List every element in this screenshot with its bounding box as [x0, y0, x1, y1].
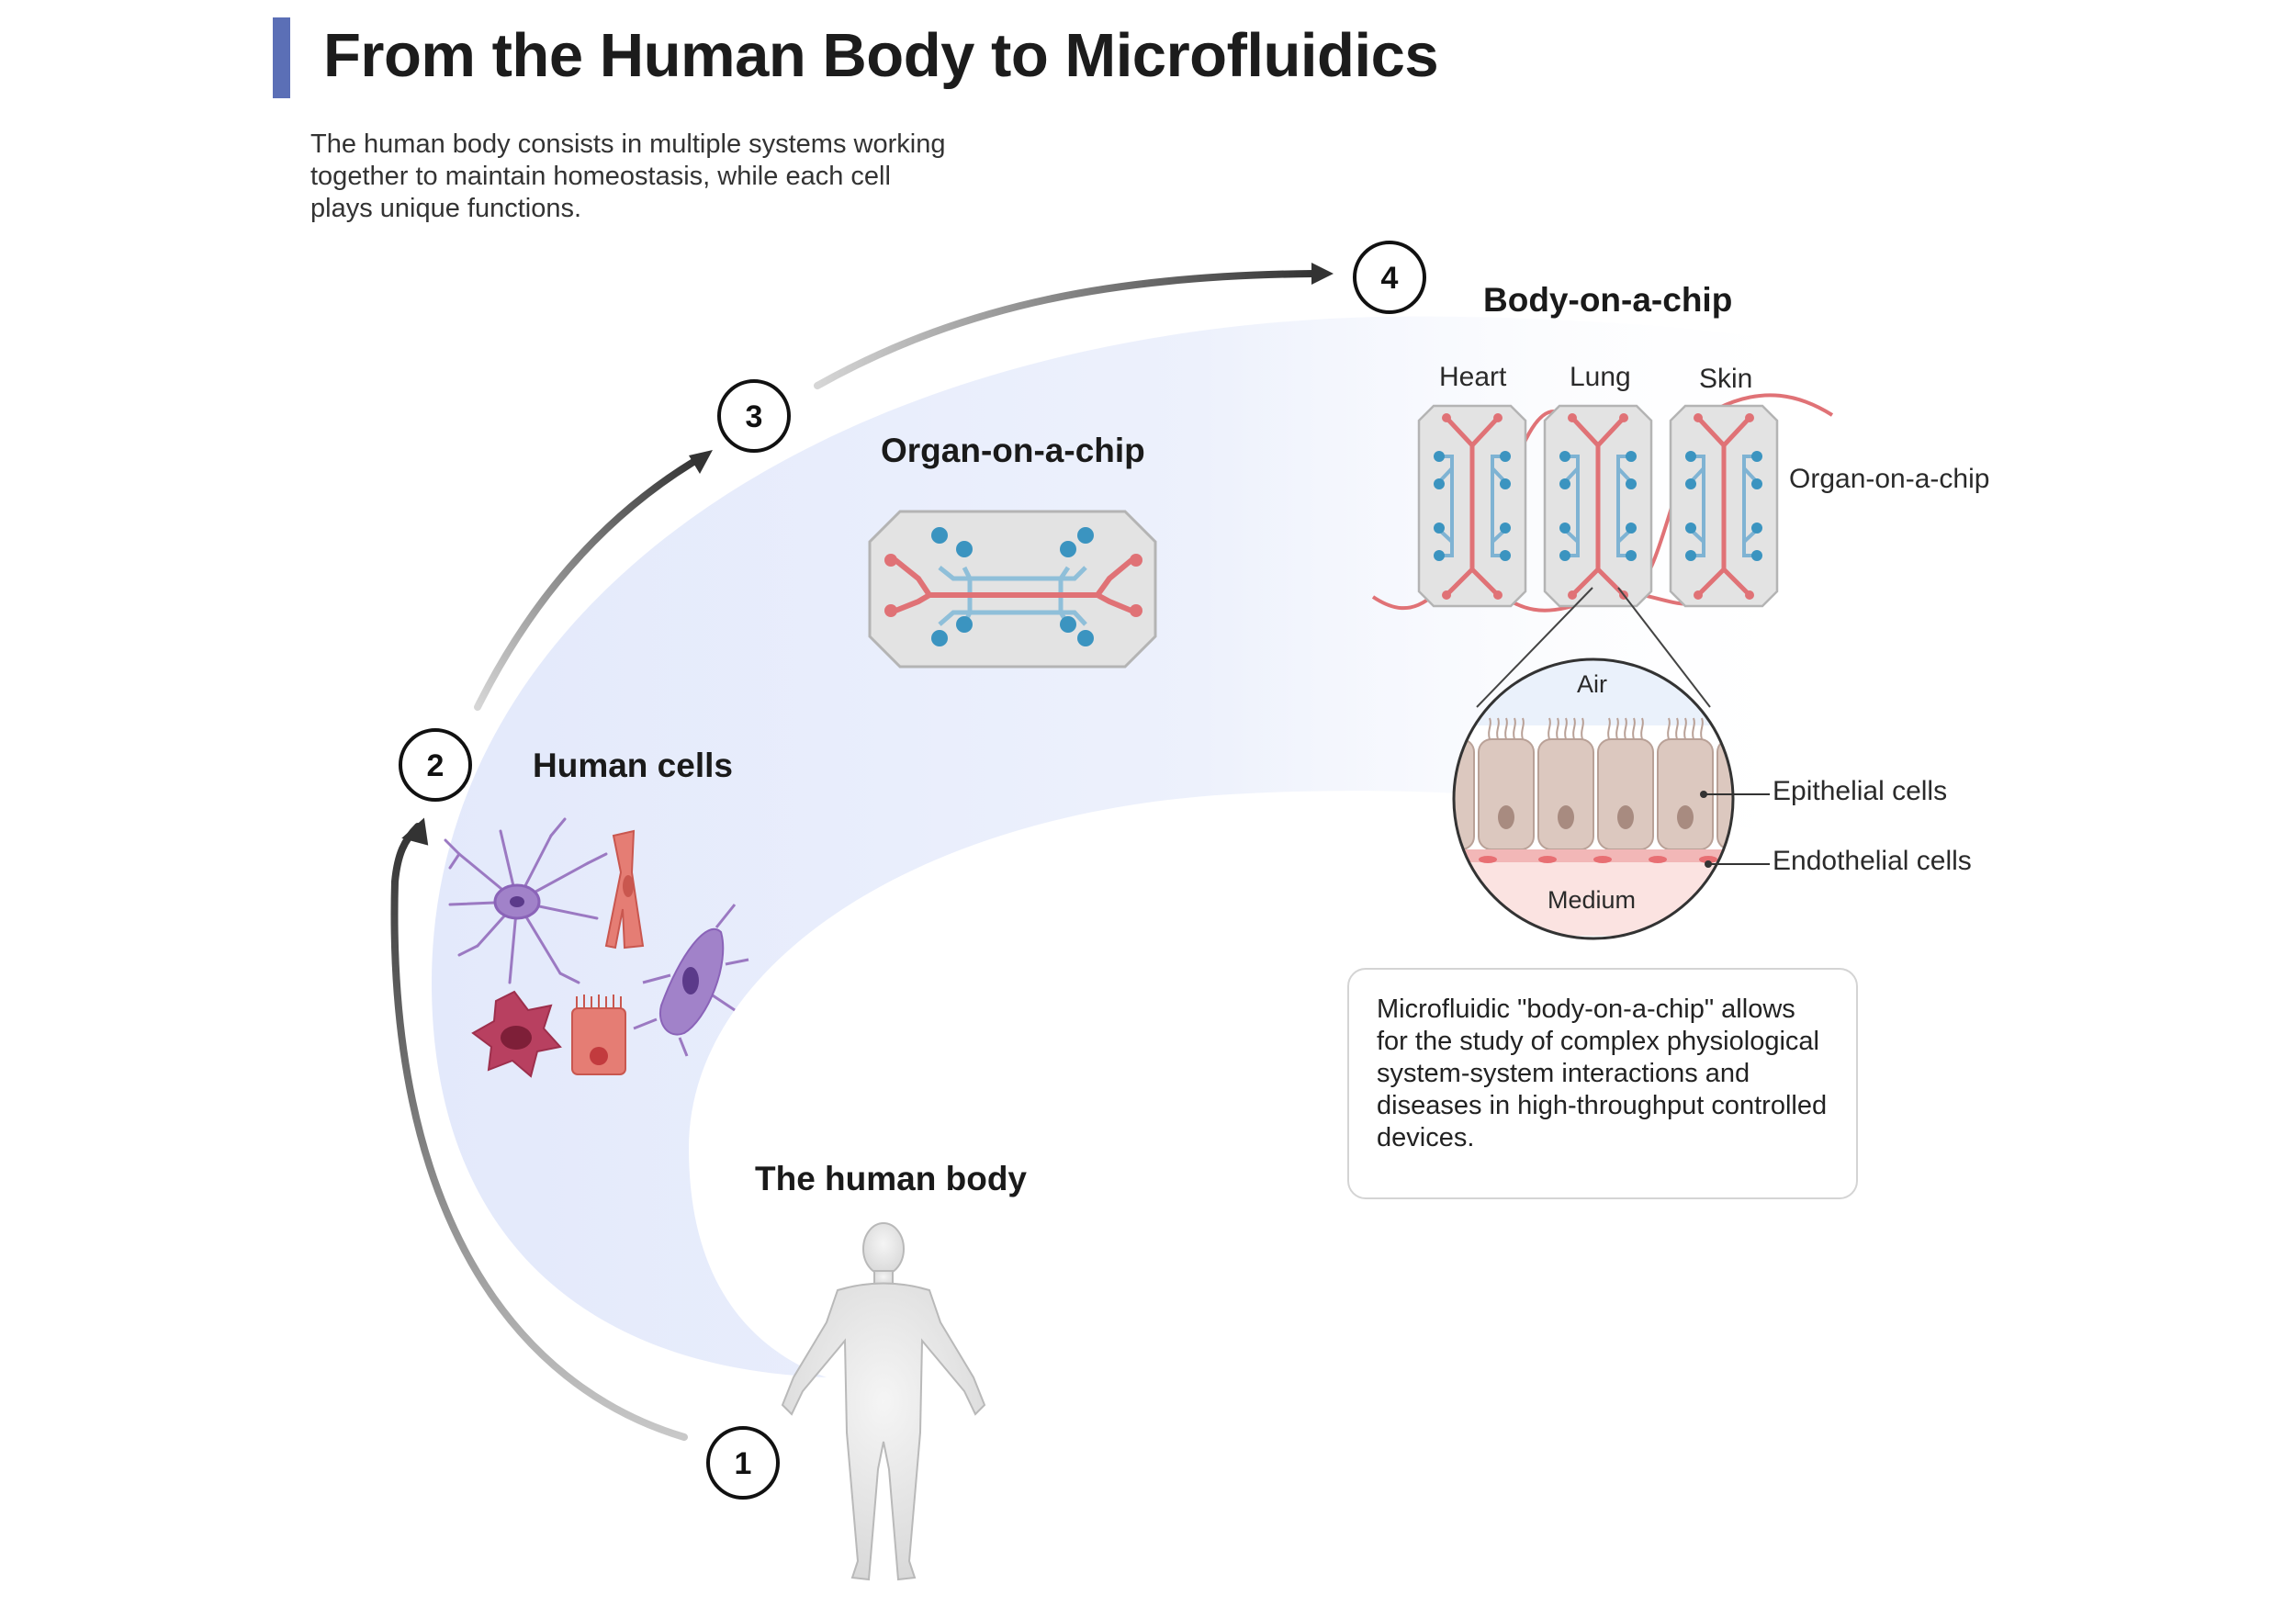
organ-label-lung: Lung — [1570, 362, 1631, 392]
step-number-3: 3 — [746, 399, 763, 434]
chip-heart — [1417, 404, 1527, 608]
chip-lung — [1543, 404, 1653, 608]
immune-cell-icon — [471, 990, 562, 1078]
step-number-4: 4 — [1381, 261, 1399, 296]
label-endothelial-cells: Endothelial cells — [1773, 846, 1972, 876]
organ-on-chip-device — [868, 510, 1157, 669]
step-number-2: 2 — [427, 748, 445, 783]
label-epithelial-cells: Epithelial cells — [1773, 776, 1948, 806]
zoom-label-medium: Medium — [1548, 886, 1637, 914]
zoom-label-air: Air — [1577, 670, 1607, 698]
description-box: Microfluidic "body-on-a-chip" allows for… — [1347, 968, 1858, 1199]
chip-side-label: Organ-on-a-chip — [1789, 464, 1990, 494]
step-badge-2: 2 — [399, 728, 472, 802]
step-label-human-body: The human body — [755, 1160, 1027, 1197]
muscle-cell-icon — [604, 829, 645, 950]
step-badge-3: 3 — [717, 379, 791, 453]
step-label-organ-on-chip: Organ-on-a-chip — [881, 432, 1145, 469]
chip-skin — [1669, 404, 1779, 608]
step-label-body-on-chip: Body-on-a-chip — [1483, 281, 1733, 319]
step-badge-1: 1 — [706, 1426, 780, 1500]
body-on-chip-devices — [1371, 393, 1834, 612]
step-badge-4: 4 — [1353, 241, 1426, 314]
intro-text: The human body consists in multiple syst… — [310, 129, 946, 223]
organ-label-heart: Heart — [1439, 362, 1507, 392]
human-body-figure — [781, 1222, 986, 1581]
epithelial-cell-icon — [571, 995, 626, 1075]
flow-arrows — [390, 263, 1334, 1441]
description-text: Microfluidic "body-on-a-chip" allows for… — [1377, 995, 1828, 1152]
step-label-human-cells: Human cells — [533, 747, 733, 784]
title-accent-bar — [273, 17, 290, 98]
page-title: From the Human Body to Microfluidics — [323, 21, 1439, 90]
fibroblast-cell-icon — [633, 904, 749, 1057]
organ-label-skin: Skin — [1699, 364, 1753, 394]
tissue-zoom-inset — [1452, 657, 1770, 940]
neuron-cell-icon — [444, 817, 608, 984]
zoom-connector-lines — [1476, 587, 1711, 708]
step-number-1: 1 — [735, 1446, 752, 1481]
